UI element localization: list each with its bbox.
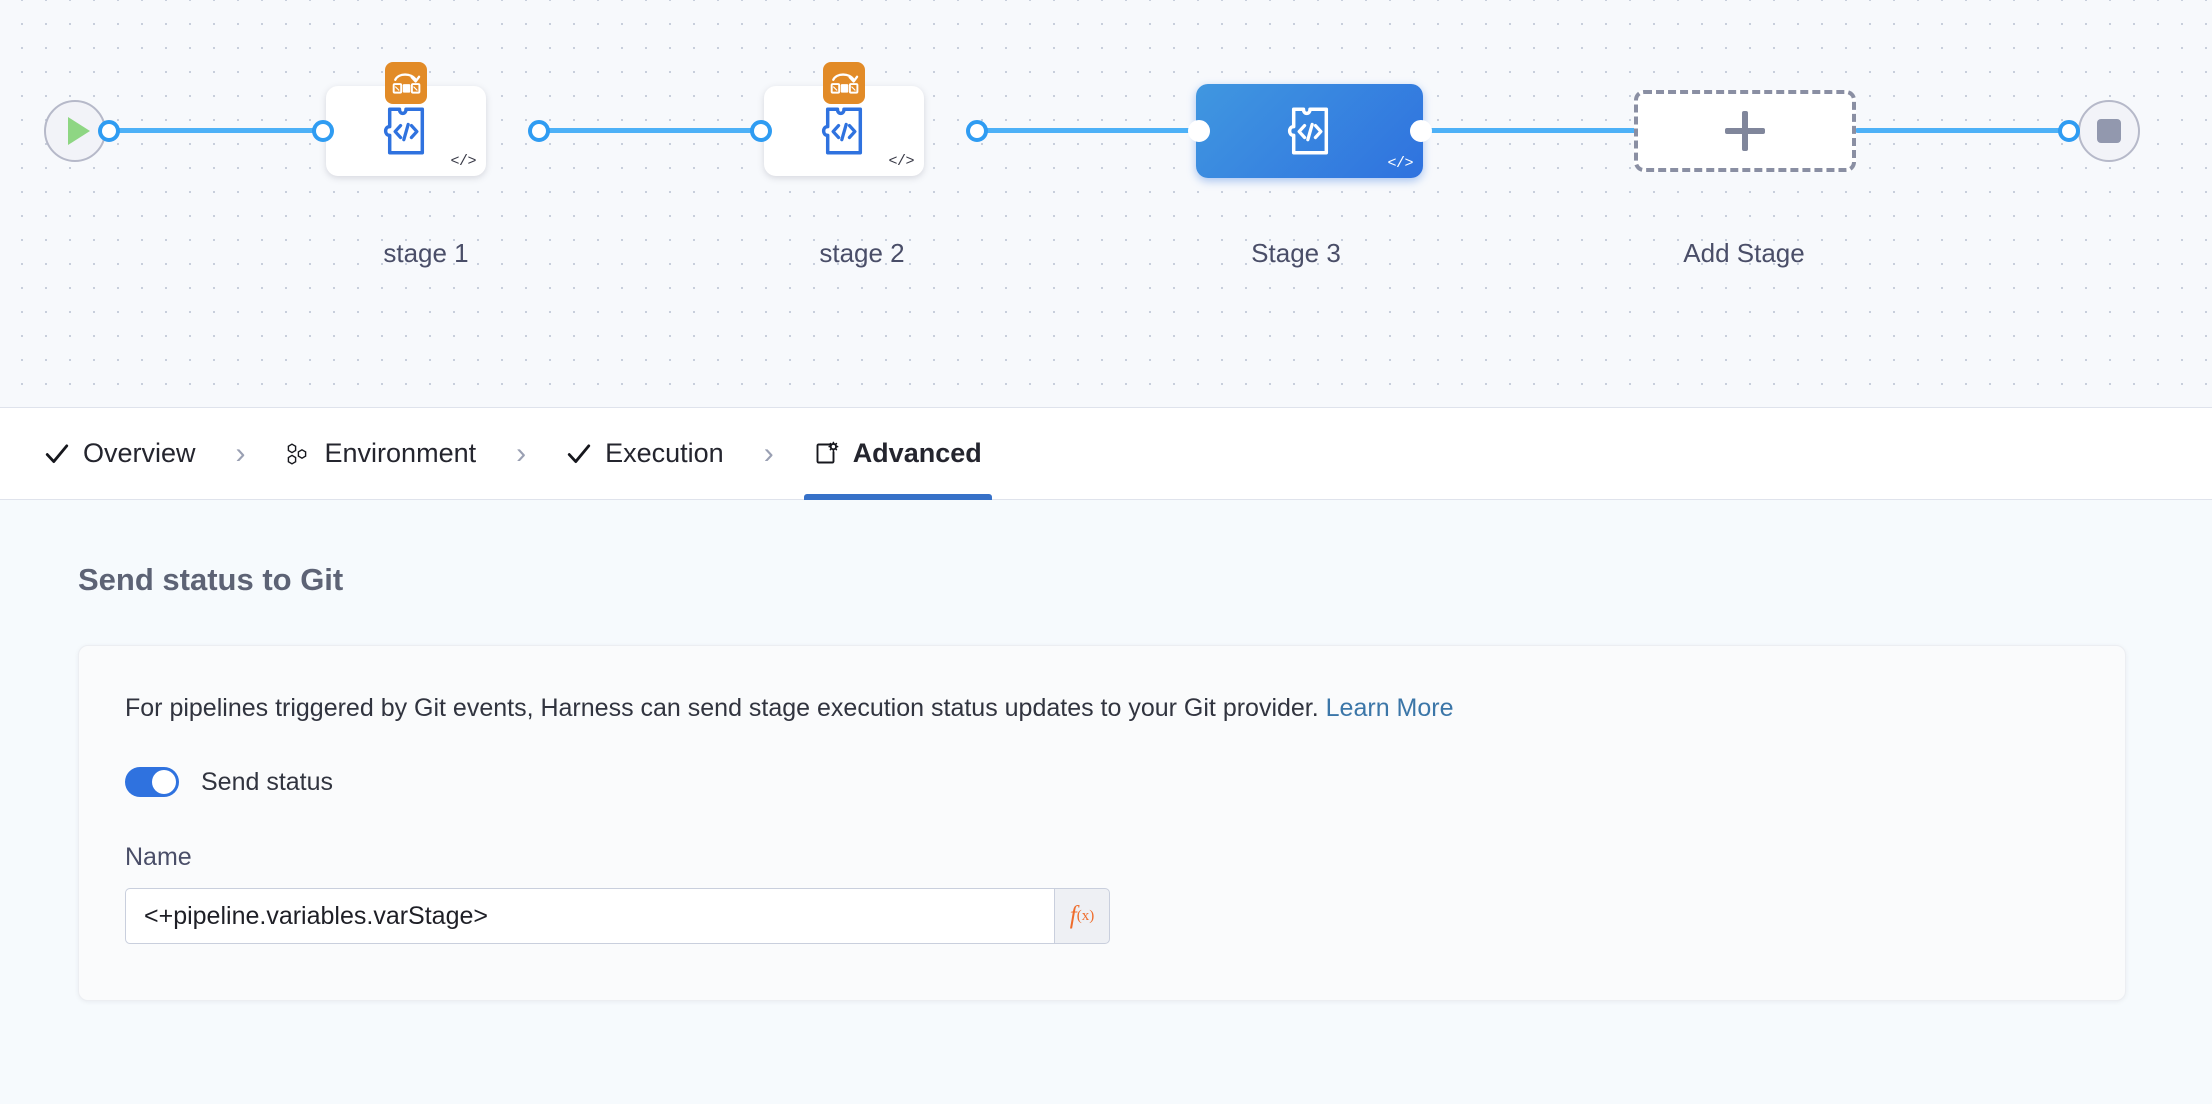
advanced-tab-content: Send status to Git For pipelines trigger…: [0, 500, 2212, 1104]
toggle-knob: [152, 770, 176, 794]
expression-toggle-button[interactable]: f(x): [1054, 888, 1110, 944]
tab-label-environment: Environment: [324, 438, 477, 468]
connector-dot-end: [2058, 120, 2080, 142]
tab-environment[interactable]: Environment: [276, 408, 487, 500]
connector-stage3-to-addstage: [1415, 128, 1645, 133]
connector-addstage-to-end: [1855, 128, 2071, 133]
card-description: For pipelines triggered by Git events, H…: [125, 694, 2075, 723]
plus-icon: [1725, 111, 1765, 151]
tab-separator: ›: [235, 436, 246, 470]
connector-stage1-to-stage2: [540, 128, 770, 133]
connector-start-to-stage1: [104, 128, 334, 133]
send-status-toggle[interactable]: [125, 767, 179, 797]
connector-dot-stage2-out: [966, 120, 988, 142]
tab-execution[interactable]: Execution: [556, 408, 734, 500]
stage-label-3: Stage 3: [1251, 238, 1341, 268]
advanced-gear-icon: [816, 441, 839, 463]
stage-label-2: stage 2: [819, 238, 905, 268]
matrix-strategy-icon: [823, 62, 865, 104]
check-icon: [45, 443, 69, 463]
stage-node-3[interactable]: </>: [1196, 84, 1423, 178]
learn-more-link[interactable]: Learn More: [1325, 694, 1454, 722]
end-node[interactable]: [2078, 100, 2140, 162]
send-status-toggle-label: Send status: [201, 767, 334, 796]
add-stage-node[interactable]: [1634, 90, 1856, 172]
name-input[interactable]: [125, 888, 1054, 944]
stage-node-1[interactable]: </>: [326, 62, 486, 176]
custom-stage-icon: [383, 107, 425, 155]
connector-dot-stage2-in: [750, 120, 772, 142]
check-icon: [567, 443, 591, 463]
tab-label-execution: Execution: [605, 438, 724, 468]
tab-label-advanced: Advanced: [852, 438, 982, 468]
connector-dot-stage1-out: [528, 120, 550, 142]
stage-label-1: stage 1: [383, 238, 469, 268]
stage-code-badge: </>: [450, 153, 476, 170]
name-field-label: Name: [125, 843, 192, 871]
tab-advanced[interactable]: Advanced: [803, 408, 992, 500]
custom-stage-icon: [1287, 107, 1328, 155]
start-node[interactable]: [44, 100, 106, 162]
hexagons-icon: [287, 442, 306, 465]
pipeline-canvas[interactable]: </> </>: [0, 0, 2212, 408]
matrix-strategy-icon: [385, 62, 427, 104]
stop-icon: [2097, 119, 2121, 143]
connector-stage2-to-stage3: [978, 128, 1208, 133]
page-title: Send status to Git: [78, 562, 344, 597]
stage-code-badge: </>: [888, 153, 914, 170]
connector-dot-stage3-in: [1188, 120, 1210, 142]
tab-label-overview: Overview: [83, 438, 196, 468]
tab-overview[interactable]: Overview: [34, 408, 206, 500]
card-description-text: For pipelines triggered by Git events, H…: [125, 694, 1319, 722]
tab-separator: ›: [516, 436, 527, 470]
name-field-group: f(x): [125, 888, 1110, 944]
custom-stage-icon: [821, 107, 863, 155]
stage-config-tabs: Overview › Environment › Execution › Adv…: [0, 408, 2212, 500]
send-status-to-git-card: For pipelines triggered by Git events, H…: [78, 645, 2126, 1001]
connector-dot-start: [98, 120, 120, 142]
add-stage-label: Add Stage: [1683, 238, 1805, 268]
play-icon: [67, 117, 90, 145]
connector-dot-stage1-in: [312, 120, 334, 142]
connector-dot-stage3-out: [1410, 120, 1432, 142]
tab-separator: ›: [763, 436, 774, 470]
stage-node-2[interactable]: </>: [764, 62, 924, 176]
stage-code-badge: </>: [1387, 155, 1413, 172]
send-status-toggle-row: Send status: [125, 767, 2075, 797]
